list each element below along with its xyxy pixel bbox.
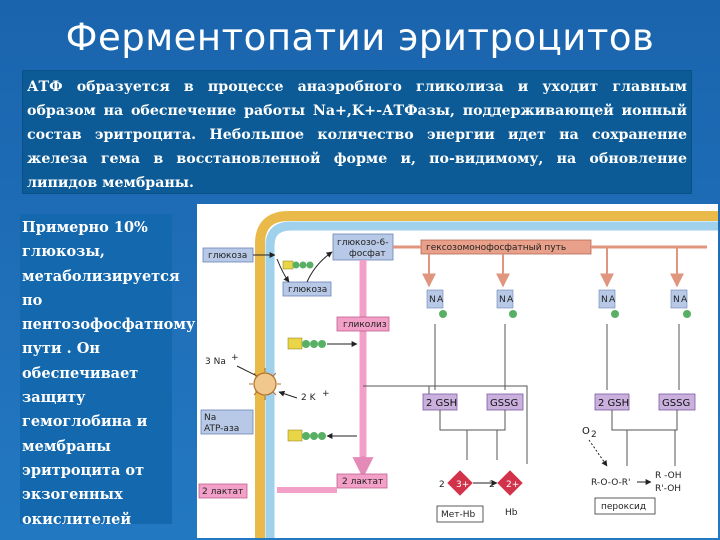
svg-text:2: 2 [489,480,495,490]
svg-text:2 GSH: 2 GSH [598,398,629,409]
svg-text:глюкоза: глюкоза [288,285,327,295]
glucose-6-phosphate-label: глюкозо-6- фосфат [332,233,394,261]
svg-text:N: N [601,295,608,305]
svg-text:+: + [231,353,239,363]
svg-text:3+: 3+ [456,480,469,490]
gsh-left-box: 2 GSH [422,393,458,411]
svg-text:2 лактат: 2 лактат [202,487,243,497]
svg-text:A: A [507,295,514,305]
gssg-right-box: GSSG [658,393,696,411]
heme-fe3-icon: 3+ 2 [439,470,473,496]
peroxide-formula: R-O-O-R' [591,478,631,488]
svg-text:2: 2 [439,480,445,490]
svg-text:N: N [673,295,680,305]
main-paragraph: АТФ образуется в процессе анаэробного гл… [27,79,687,191]
svg-text:GSSG: GSSG [490,398,518,409]
hb-label: Hb [505,508,518,518]
svg-text:3 Na: 3 Na [205,357,226,367]
glucose-entry-arrow [276,258,290,283]
nadp-to-gsh-links [434,324,680,390]
svg-text:N: N [499,295,506,305]
met-hb-label: Мет-Hb [436,505,484,523]
lactate-inside-label: 2 лактат [336,473,388,489]
svg-text:2+: 2+ [506,480,519,490]
main-text-box: АТФ образуется в процессе анаэробного гл… [22,70,692,194]
svg-text:глюкоза: глюкоза [208,251,247,261]
atpase-pump-icon [249,368,281,400]
side-text-box: Примерно 10% глюкозы, метаболизируется п… [20,214,195,528]
svg-text:2 GSH: 2 GSH [426,398,457,409]
alcohol-1-formula: R -OH [655,471,681,481]
svg-text:O: O [582,426,590,437]
nadp-group-left: N A N A [426,289,517,318]
sodium-label: 3 Na + [205,353,239,367]
svg-text:гексозомонофосфатный путь: гексозомонофосфатный путь [426,243,566,253]
alcohol-2-formula: R'-OH [655,484,681,494]
svg-text:глюкозо-6-: глюкозо-6- [337,238,389,248]
svg-text:+: + [322,389,330,399]
erythrocyte-metabolism-diagram: глюкоза глюкоза глюкозо-6- фосфат гексоз… [197,204,718,538]
glucose-inside-label: глюкоза [282,281,332,297]
svg-text:пероксид: пероксид [601,502,646,512]
nadp-group-right: N A N A [598,289,691,318]
svg-text:ATP-аза: ATP-аза [204,424,239,434]
peroxide-label: пероксид [594,497,656,515]
cell-membrane [255,211,718,538]
atp-yield-top [287,337,358,350]
svg-text:2 K: 2 K [301,393,317,403]
svg-text:A: A [437,295,444,305]
svg-text:A: A [609,295,616,305]
potassium-arrow [278,390,298,399]
svg-text:Na: Na [204,413,216,423]
svg-text:Мет-Hb: Мет-Hb [441,510,476,520]
svg-text:N: N [429,295,436,305]
glycolysis-branch-heme [429,385,528,464]
svg-text:фосфат: фосфат [349,249,386,259]
hmp-path-label: гексозомонофосфатный путь [420,239,592,255]
potassium-label: 2 K + [301,389,330,403]
lactate-outside-label: 2 лактат [198,483,248,499]
glucose-outside-label: глюкоза [202,247,254,263]
hexokinase-phosphates [282,260,314,270]
svg-text:GSSG: GSSG [662,398,690,409]
svg-text:A: A [681,295,688,305]
oxygen-label: O 2 [582,426,597,440]
side-paragraph: Примерно 10% глюкозы, метаболизируется п… [22,219,196,528]
gsh-cycle-links [439,410,678,466]
oxygen-arrow [588,439,608,467]
svg-text:гликолиз: гликолиз [343,320,387,330]
gsh-right-box: 2 GSH [594,393,630,411]
gssg-left-box: GSSG [486,393,524,411]
atp-yield-bottom [287,429,357,442]
hexokinase-arrow [306,251,333,283]
svg-text:2 лактат: 2 лактат [342,477,383,487]
sodium-arrow [236,365,258,377]
slide-title: Ферментопатии эритроцитов [65,16,655,59]
glycolysis-branch-left [363,385,430,399]
atpase-label: Na ATP-аза [200,409,254,435]
glycolysis-label: гликолиз [336,316,390,332]
svg-text:2: 2 [591,430,597,440]
